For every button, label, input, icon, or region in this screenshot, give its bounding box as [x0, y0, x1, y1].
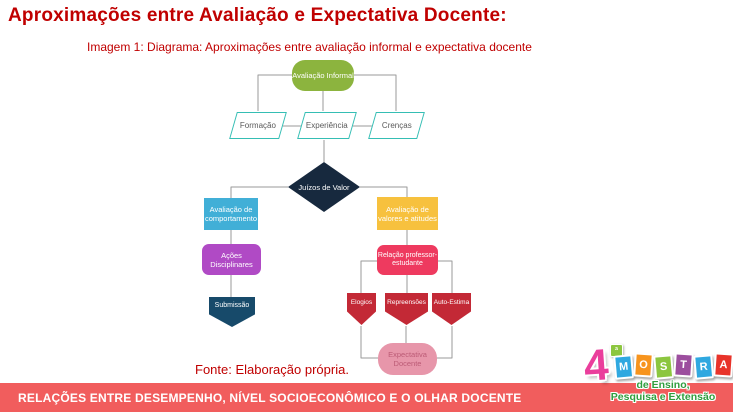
node-avaliacao-valores: Avaliação de valores e atitudes	[377, 197, 438, 230]
node-label: Formação	[239, 120, 276, 130]
node-label: Experiência	[306, 120, 348, 130]
node-label: Avaliação Informal	[292, 71, 354, 80]
page-title: Aproximações entre Avaliação e Expectati…	[8, 5, 507, 26]
logo-tile-m: M	[613, 354, 635, 380]
node-formacao: Formação	[229, 112, 287, 139]
logo-tile-r: R	[693, 354, 715, 380]
node-relacao-professor-estudante: Relação professor-estudante	[377, 245, 438, 275]
node-label: Juízos de Valor	[298, 182, 350, 192]
logo-tile-t: T	[673, 352, 694, 378]
figure-caption: Imagem 1: Diagrama: Aproximações entre a…	[87, 40, 532, 54]
node-label: Avaliação de valores e atitudes	[378, 204, 437, 223]
mostra-logo: 4 ª M O S T R A de Ensino, Pesquisa e Ex…	[581, 340, 733, 412]
node-avaliacao-comportamento: Avaliação de comportamento	[204, 198, 258, 230]
node-juizos-de-valor: Juízos de Valor	[288, 162, 360, 212]
logo-tile-a: A	[713, 352, 733, 378]
logo-tagline-line2: Pesquisa e Extensão	[610, 390, 716, 403]
node-repreensoes: Repreensões	[385, 293, 428, 325]
source-note: Fonte: Elaboração própria.	[195, 362, 349, 377]
footer-banner: RELAÇÕES ENTRE DESEMPENHO, NÍVEL SOCIOEC…	[0, 383, 733, 412]
node-label: Avaliação de comportamento	[204, 205, 258, 223]
node-label: Expectativa Docente	[388, 350, 427, 368]
node-auto-estima: Auto-Estima	[432, 293, 471, 325]
node-submissao: Submissão	[209, 297, 255, 327]
node-label: Crenças	[381, 120, 412, 130]
node-elogios: Elogios	[347, 293, 376, 325]
node-expectativa-docente: Expectativa Docente	[378, 343, 437, 375]
logo-tagline-line1: de Ensino,	[636, 379, 690, 391]
node-crencas: Crenças	[368, 112, 425, 139]
node-label: Ações Disciplinares	[210, 250, 253, 269]
footer-banner-text: RELAÇÕES ENTRE DESEMPENHO, NÍVEL SOCIOEC…	[18, 390, 522, 405]
node-label: Repreensões	[387, 299, 426, 306]
logo-tile-o: O	[633, 352, 654, 378]
logo-tile-s: S	[653, 354, 675, 380]
node-label: Auto-Estima	[433, 299, 470, 306]
node-label: Submissão	[214, 302, 250, 309]
logo-tagline: de Ensino, Pesquisa e Extensão	[598, 379, 728, 403]
node-label: Relação professor-estudante	[377, 251, 438, 267]
node-acoes-disciplinares: Ações Disciplinares	[202, 244, 261, 275]
node-experiencia: Experiência	[297, 112, 357, 139]
node-avaliacao-informal: Avaliação Informal	[292, 60, 354, 91]
node-label: Elogios	[350, 299, 373, 306]
logo-letter-tiles: M O S T R A	[613, 352, 733, 380]
